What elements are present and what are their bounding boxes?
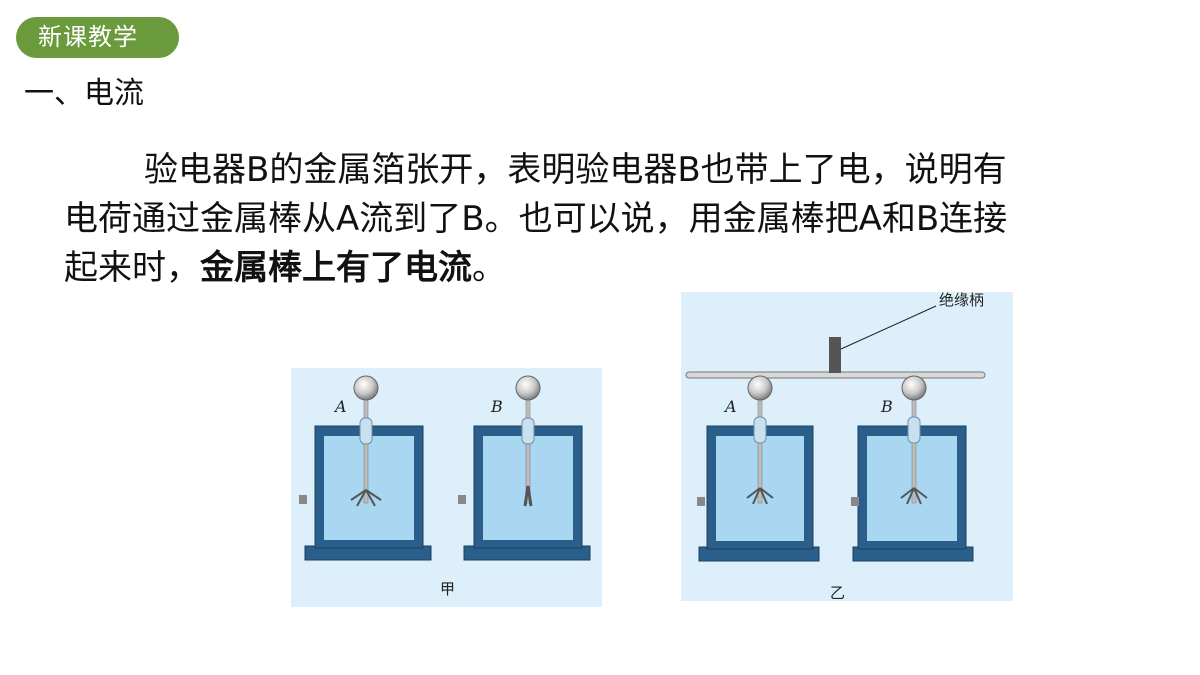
paragraph-line-3-start: 起来时，	[64, 248, 200, 288]
paragraph-line-3-end: 。	[472, 248, 506, 288]
figure-yi-caption: 乙	[830, 584, 845, 601]
handle-label: 绝缘柄	[939, 292, 984, 309]
figure-yi-illustration: 绝缘柄 A B 乙	[685, 292, 986, 601]
insulating-handle	[829, 337, 841, 373]
section-heading: 一、电流	[24, 76, 144, 111]
figure-jia-illustration: A B 甲	[299, 375, 591, 598]
paragraph-line-1-text: 验电器B的金属箔张开，表明验电器B也带上了电，说明有	[144, 150, 1007, 190]
emphasis-current: 金属棒上有了电流	[200, 248, 472, 288]
figure-jia-caption: 甲	[440, 580, 455, 598]
figure-jia: A B 甲	[291, 368, 602, 607]
handle-leader-line	[840, 305, 937, 350]
paragraph-line-1: 验电器B的金属箔张开，表明验电器B也带上了电，说明有	[64, 146, 1154, 195]
paragraph-line-2: 电荷通过金属棒从A流到了B。也可以说，用金属棒把A和B连接	[64, 199, 1008, 239]
lesson-badge: 新课教学	[16, 17, 179, 58]
electroscope-a	[299, 375, 432, 561]
body-paragraph: 验电器B的金属箔张开，表明验电器B也带上了电，说明有 电荷通过金属棒从A流到了B…	[64, 146, 1154, 293]
label-b: B	[880, 397, 893, 416]
label-a: A	[723, 397, 737, 416]
paragraph-line-3: 起来时，金属棒上有了电流。	[64, 244, 1154, 293]
electroscope-b	[851, 375, 974, 562]
label-b: B	[490, 397, 503, 416]
electroscope-b	[458, 375, 591, 561]
electroscope-a	[697, 375, 820, 562]
label-a: A	[333, 397, 347, 416]
figure-yi: 绝缘柄 A B 乙	[681, 292, 1013, 601]
